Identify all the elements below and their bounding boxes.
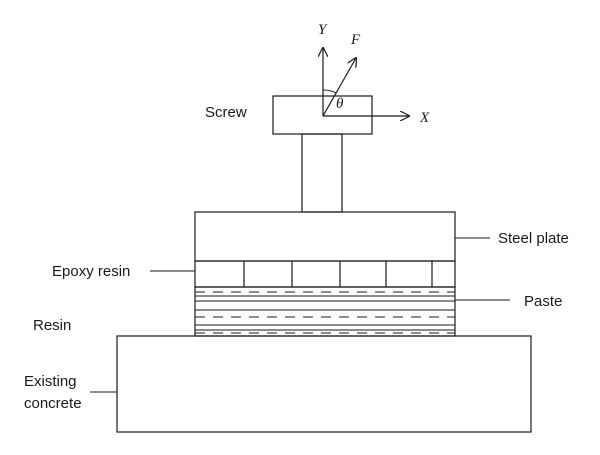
epoxy-resin-label: Epoxy resin (52, 263, 130, 280)
existing-concrete-label-line1: Existing (24, 373, 77, 390)
steel-plate (194, 211, 456, 262)
existing-concrete-block (116, 335, 532, 433)
angle-arc (322, 89, 337, 94)
resin-label: Resin (33, 317, 71, 334)
resin-layer (194, 286, 456, 337)
angle-label: θ (336, 96, 344, 112)
force-label: F (350, 32, 361, 48)
screw-label: Screw (205, 104, 247, 121)
epoxy-resin-layer (194, 260, 456, 288)
screw-shank (301, 133, 343, 213)
y-axis-label: Y (318, 22, 328, 38)
existing-concrete-label-line2: concrete (24, 395, 82, 412)
force-arrow (322, 58, 356, 117)
steel-plate-label: Steel plate (498, 230, 569, 247)
paste-label: Paste (524, 293, 562, 310)
x-axis-label: X (419, 110, 430, 126)
